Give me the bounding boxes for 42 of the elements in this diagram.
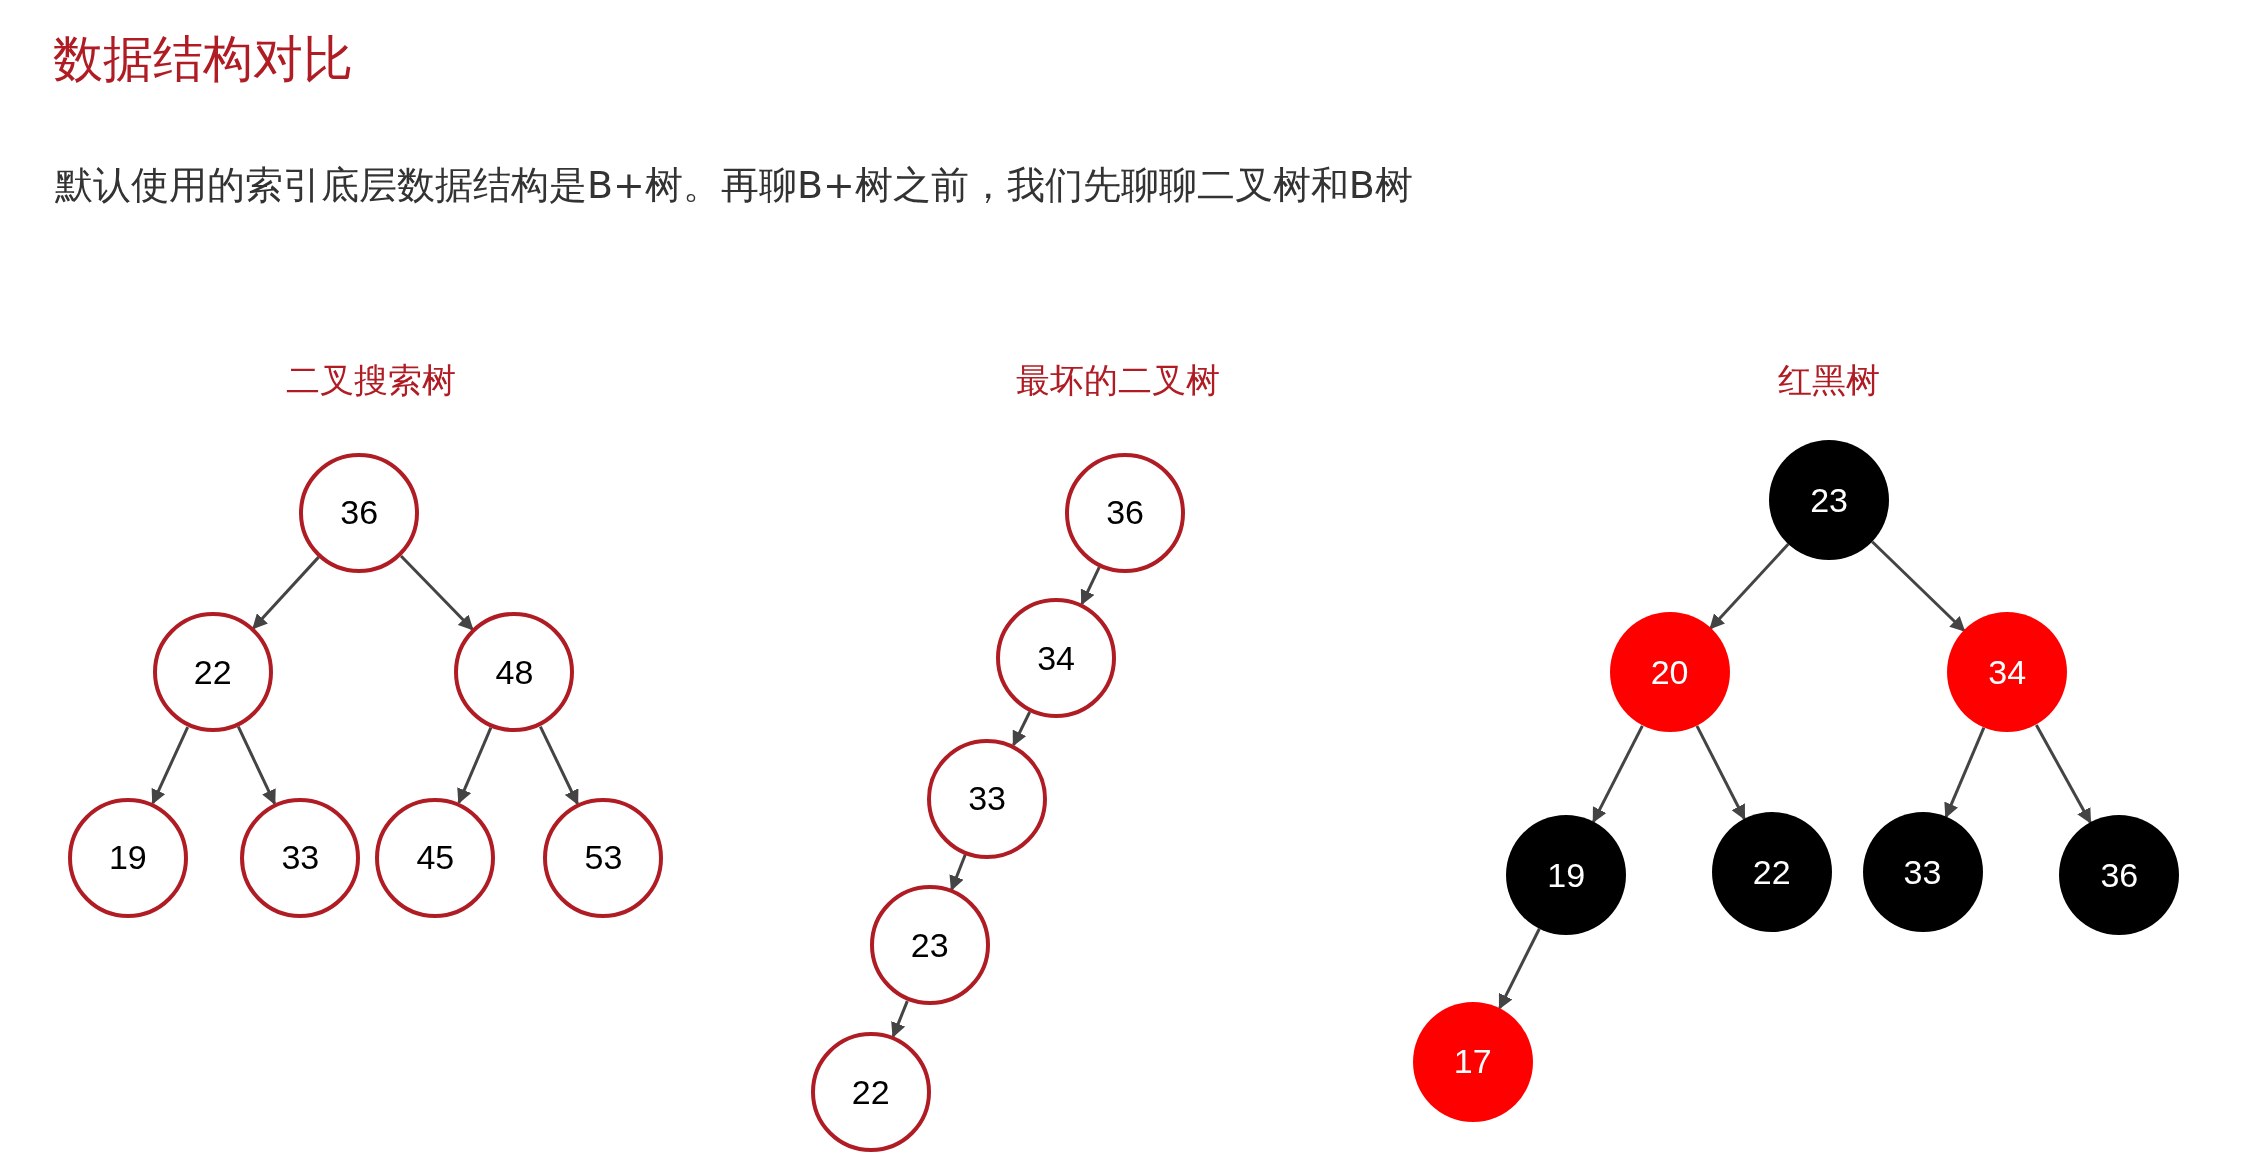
arrow xyxy=(1012,711,1032,747)
arrow xyxy=(1080,566,1101,606)
tree-node: 48 xyxy=(454,612,575,733)
arrow xyxy=(1944,727,1986,819)
tree-node: 23 xyxy=(1769,440,1890,560)
tree-node: 36 xyxy=(299,452,420,573)
arrow xyxy=(539,725,579,806)
arrow xyxy=(151,726,190,805)
tree-node: 20 xyxy=(1609,612,1730,733)
arrow xyxy=(1592,725,1644,823)
arrow xyxy=(1709,543,1790,630)
tree-node: 22 xyxy=(810,1032,931,1152)
arrow xyxy=(949,854,967,891)
arrow xyxy=(236,726,276,805)
subtitle: 默认使用的索引底层数据结构是B+树。再聊B+树之前，我们先聊聊二叉树和B树 xyxy=(55,162,1413,209)
tree-heading: 红黑树 xyxy=(1778,359,1880,402)
tree-node: 36 xyxy=(1065,452,1186,573)
arrow xyxy=(400,554,474,631)
arrow xyxy=(1695,725,1746,821)
tree-node: 17 xyxy=(1412,1001,1533,1122)
arrow xyxy=(1871,540,1966,632)
tree-node: 33 xyxy=(1862,812,1983,933)
tree-heading: 最坏的二叉树 xyxy=(1016,359,1220,402)
tree-node: 19 xyxy=(1506,815,1627,936)
arrow xyxy=(457,727,493,804)
tree-node: 22 xyxy=(152,612,273,733)
tree-node: 34 xyxy=(1947,612,2068,733)
tree-node: 33 xyxy=(927,738,1048,859)
tree-node: 34 xyxy=(996,598,1117,719)
tree-heading: 二叉搜索树 xyxy=(286,359,456,402)
tree-node: 53 xyxy=(543,797,664,918)
tree-node: 22 xyxy=(1711,812,1832,933)
arrow xyxy=(1498,928,1541,1010)
tree-node: 33 xyxy=(240,797,361,918)
arrow xyxy=(252,556,320,630)
tree-node: 45 xyxy=(375,797,496,918)
tree-node: 23 xyxy=(869,885,990,1006)
tree-node: 36 xyxy=(2059,815,2180,936)
arrow xyxy=(2035,724,2092,824)
page-title: 数据结构对比 xyxy=(53,29,353,90)
tree-node: 19 xyxy=(67,797,188,918)
arrow xyxy=(891,1000,909,1038)
